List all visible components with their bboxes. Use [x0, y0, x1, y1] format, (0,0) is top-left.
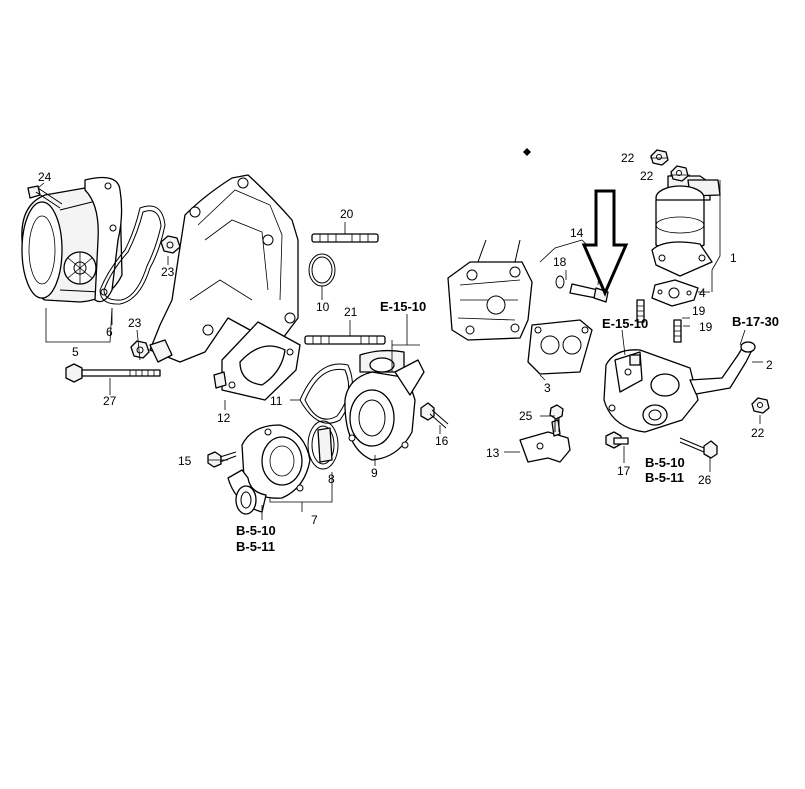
callout-7: 7 — [311, 513, 318, 527]
callout-5: 5 — [72, 345, 79, 359]
callout-15: 15 — [178, 454, 192, 468]
bolt-17 — [605, 431, 629, 449]
egr-adapter — [447, 239, 533, 341]
bolt-15 — [207, 451, 237, 468]
studs-19 — [636, 299, 682, 343]
diamond-mark-icon — [523, 148, 531, 156]
flange-12 — [213, 321, 301, 401]
stud-21 — [304, 335, 386, 345]
ref-b-17-30: B-17-30 — [732, 314, 779, 329]
callout-8: 8 — [328, 472, 335, 486]
callout-23-lower: 23 — [128, 316, 142, 330]
callout-25: 25 — [519, 409, 533, 423]
nut-22-right — [751, 397, 770, 414]
gasket-6 — [99, 205, 166, 305]
callout-10: 10 — [316, 300, 330, 314]
ref-b-5-10-left: B-5-10 — [236, 523, 276, 538]
engine-bracket — [149, 174, 299, 363]
callout-14: 14 — [570, 226, 584, 240]
bolt-24 — [27, 185, 63, 209]
callout-labels: 1 2 3 4 5 6 7 8 9 10 11 12 13 14 15 16 1… — [38, 151, 773, 527]
down-arrow-icon — [581, 189, 629, 297]
ref-e-15-10-center: E-15-10 — [380, 299, 426, 314]
section-references: E-15-10 E-15-10 B-17-30 B-5-10 B-5-11 B-… — [236, 299, 779, 554]
gasket-4 — [651, 279, 699, 307]
callout-19-upper: 19 — [692, 304, 706, 318]
nuts-22-top — [650, 149, 689, 182]
callout-19-lower: 19 — [699, 320, 713, 334]
o-ring-10 — [308, 253, 336, 287]
bolt-25 — [549, 404, 564, 432]
ref-b-5-11-left: B-5-11 — [236, 539, 275, 554]
callout-16: 16 — [435, 434, 449, 448]
bolt-27 — [65, 363, 161, 383]
nut-23-lower — [130, 340, 150, 359]
bolt-16 — [420, 402, 449, 429]
callout-23-upper: 23 — [161, 265, 175, 279]
stud-20 — [311, 233, 379, 243]
callout-4: 4 — [699, 286, 706, 300]
callout-27: 27 — [103, 394, 117, 408]
callout-18: 18 — [553, 255, 567, 269]
callout-11: 11 — [270, 394, 283, 408]
callout-17: 17 — [617, 464, 631, 478]
callout-24: 24 — [38, 170, 52, 184]
gasket-3 — [527, 319, 593, 375]
ref-e-15-10-right: E-15-10 — [602, 316, 648, 331]
thermostat-housing-9 — [344, 349, 425, 461]
callout-12: 12 — [217, 411, 231, 425]
callout-22-mid: 22 — [640, 169, 654, 183]
egr-valve-1 — [651, 175, 721, 277]
callout-1: 1 — [730, 251, 737, 265]
callout-21: 21 — [344, 305, 358, 319]
callout-2: 2 — [766, 358, 773, 372]
callout-22-top: 22 — [621, 151, 635, 165]
callout-9: 9 — [371, 466, 378, 480]
bracket-13 — [519, 419, 571, 463]
callout-26: 26 — [698, 473, 712, 487]
callout-13: 13 — [486, 446, 500, 460]
leader-lines — [37, 157, 763, 520]
nut-23-upper — [160, 235, 181, 254]
bolt-26 — [679, 437, 718, 459]
callout-6: 6 — [106, 325, 113, 339]
callout-20: 20 — [340, 207, 354, 221]
ref-b-5-11-right: B-5-11 — [645, 470, 684, 485]
egr-pipe-2 — [603, 341, 756, 433]
callout-3: 3 — [544, 381, 551, 395]
gasket-11 — [299, 363, 353, 424]
ref-b-5-10-right: B-5-10 — [645, 455, 685, 470]
thermostat-cover-7 — [227, 424, 311, 515]
water-pump — [21, 176, 123, 303]
thermostat-8 — [307, 420, 339, 470]
callout-22-right: 22 — [751, 426, 765, 440]
